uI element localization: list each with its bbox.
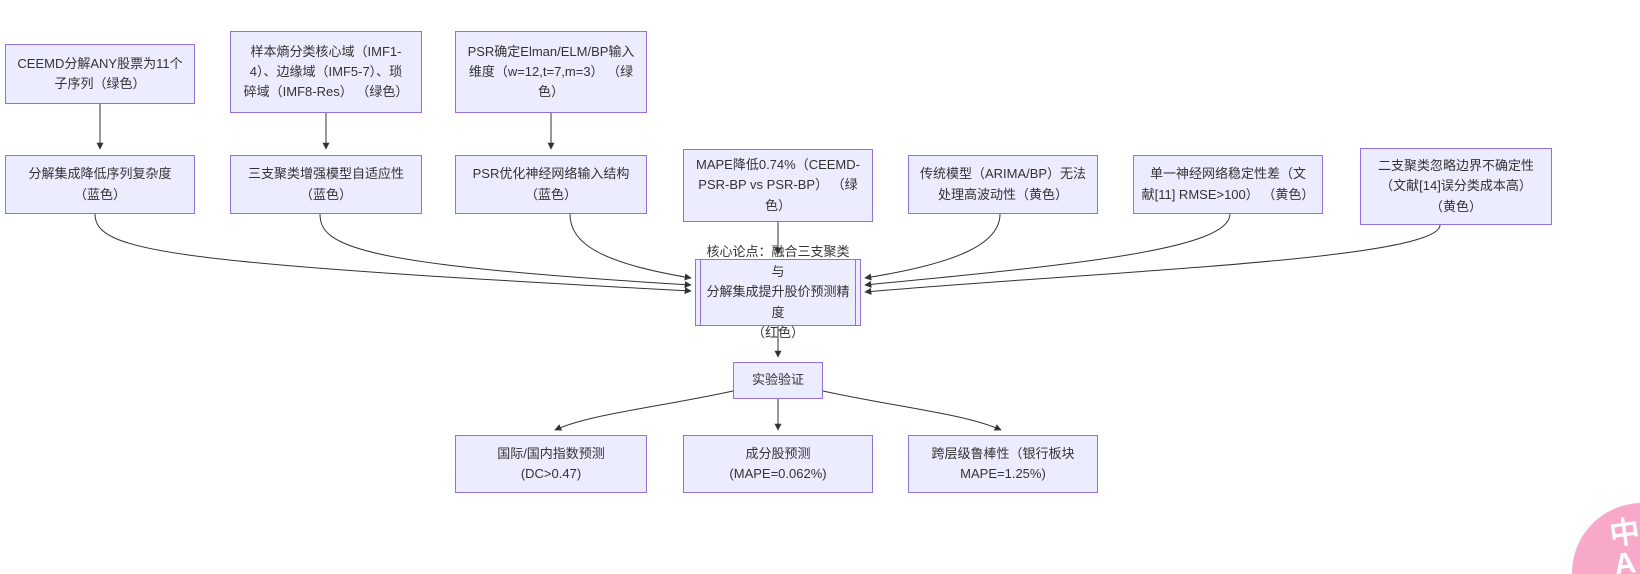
translate-badge-icon: 中 A (1607, 515, 1640, 574)
edge-threeway-to-core (319, 213, 692, 289)
node-cross-level-robustness: 跨层级鲁棒性（银行板块 MAPE=1.25%) (908, 435, 1098, 493)
edge-psropt-to-core (569, 213, 692, 281)
node-index-prediction: 国际/国内指数预测 (DC>0.47) (455, 435, 647, 493)
edge-traditional-to-core (864, 213, 1001, 281)
node-ceemd-decompose: CEEMD分解ANY股票为11个 子序列（绿色） (5, 44, 195, 104)
node-psr-optimize: PSR优化神经网络输入结构 （蓝色） (455, 155, 647, 214)
translate-badge[interactable]: 中 A (1572, 503, 1640, 574)
node-three-way-clustering: 三支聚类增强模型自适应性 （蓝色） (230, 155, 422, 214)
node-experiment-validation: 实验验证 (733, 362, 823, 399)
node-constituent-stock-prediction: 成分股预测 (MAPE=0.062%) (683, 435, 873, 493)
edge-twoway-to-core (864, 224, 1441, 295)
node-sample-entropy: 样本熵分类核心域（IMF1- 4）、边缘域（IMF5-7）、琐 碎域（IMF8-… (230, 31, 422, 113)
node-single-nn-instability: 单一神经网络稳定性差（文 献[11] RMSE>100） （黄色） (1133, 155, 1323, 214)
node-mape-improvement: MAPE降低0.74%（CEEMD- PSR-BP vs PSR-BP） （绿 … (683, 149, 873, 222)
edge-experiment-to-index (554, 390, 734, 431)
node-decomposition-ensemble: 分解集成降低序列复杂度 （蓝色） (5, 155, 195, 214)
node-traditional-model-limit: 传统模型（ARIMA/BP）无法 处理高波动性（黄色） (908, 155, 1098, 214)
edge-experiment-to-robust (822, 390, 1002, 431)
node-psr-input-dimension: PSR确定Elman/ELM/BP输入 维度（w=12,t=7,m=3） （绿 … (455, 31, 647, 113)
edge-singlenn-to-core (864, 213, 1231, 288)
edge-decomp-to-core (94, 213, 692, 295)
node-two-way-clustering-limit: 二支聚类忽略边界不确定性 （文献[14]误分类成本高） （黄色） (1360, 148, 1552, 225)
node-core-thesis: 核心论点：融合三支聚类与 分解集成提升股价预测精度 （红色） (695, 244, 861, 340)
